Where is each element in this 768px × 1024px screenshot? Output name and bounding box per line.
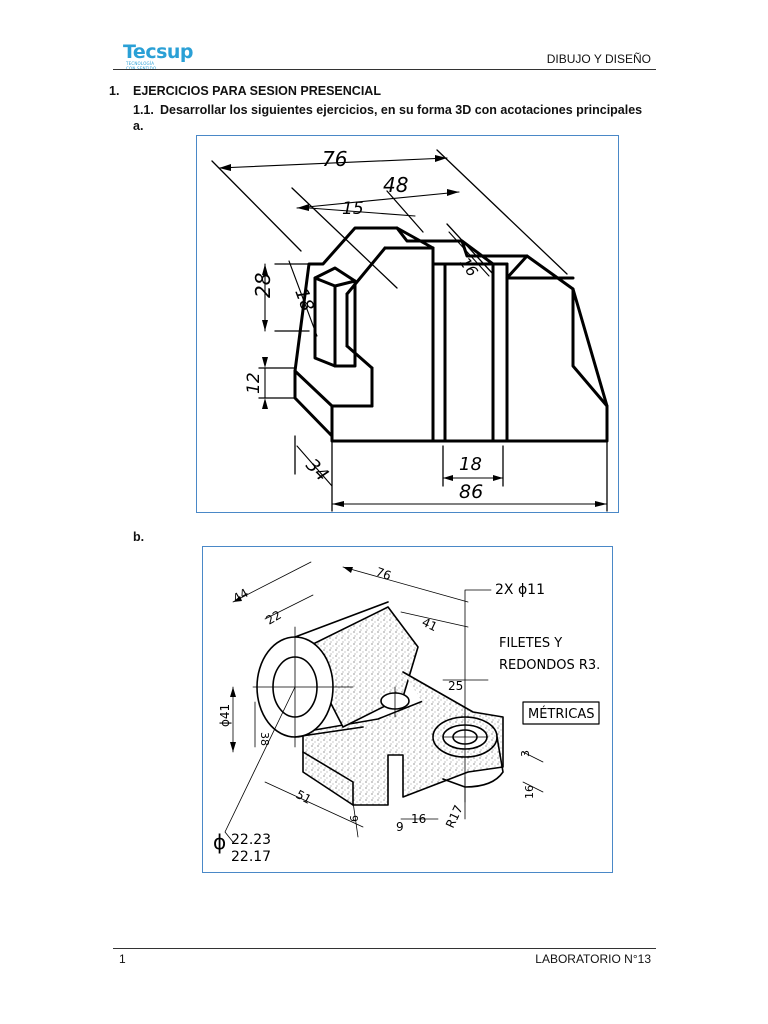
- dim-18-horizontal: 18: [459, 454, 482, 475]
- header-rule: [113, 69, 656, 70]
- dim-phi41: ϕ41: [218, 704, 232, 727]
- dim-12: 12: [244, 372, 264, 394]
- tolerance-max: 22.23: [231, 832, 271, 848]
- dim-16-bottom: 16: [411, 812, 426, 826]
- dim-16-right: 16: [523, 785, 536, 799]
- dim-51: 51: [294, 787, 314, 807]
- dim-6: 6: [348, 815, 361, 822]
- units-box-label: MÉTRICAS: [528, 706, 594, 722]
- lab-title: LABORATORIO N°13: [535, 952, 651, 966]
- dim-76: 76: [374, 565, 393, 583]
- dim-9: 9: [396, 820, 404, 834]
- section-number: 1.: [109, 84, 120, 98]
- exercise-a-label: a.: [133, 119, 144, 133]
- subsection-heading: Desarrollar los siguientes ejercicios, e…: [160, 103, 643, 117]
- dim-76: 76: [322, 147, 347, 171]
- logo-tagline: TECNOLOGÍA CON SENTIDO: [126, 61, 156, 71]
- dim-38: 38: [258, 732, 271, 746]
- section-heading: EJERCICIOS PARA SESION PRESENCIAL: [133, 84, 381, 98]
- footer-rule: [113, 948, 656, 949]
- subsection-number: 1.1.: [133, 103, 154, 117]
- dim-28: 28: [251, 273, 275, 298]
- exercise-a-drawing: 76 48 15 16 28 18 12 34 18 86: [196, 135, 619, 513]
- note-line-2: REDONDOS R3.: [499, 658, 600, 673]
- tecsup-logo: Tecsup: [123, 41, 194, 63]
- dim-22: 22: [264, 608, 284, 628]
- isometric-block-drawing: 76 48 15 16 28 18 12 34 18 86: [211, 147, 609, 512]
- dim-48: 48: [383, 173, 408, 197]
- holes-callout: 2X ϕ11: [495, 582, 545, 598]
- dim-3: 3: [519, 750, 532, 757]
- dim-15: 15: [342, 199, 364, 219]
- note-line-1: FILETES Y: [499, 636, 562, 651]
- page-number: 1: [119, 952, 126, 966]
- exercise-b-label: b.: [133, 530, 145, 544]
- dim-41: 41: [420, 615, 440, 634]
- tolerance-min: 22.17: [231, 849, 271, 865]
- dim-44: 44: [231, 586, 251, 606]
- dim-86: 86: [459, 481, 483, 503]
- logo-tagline-1: TECNOLOGÍA: [126, 61, 155, 66]
- exercise-b-drawing: 44 76 22 41 2X ϕ11 FILETES Y REDONDOS R3…: [202, 546, 613, 873]
- course-title: DIBUJO Y DISEÑO: [546, 52, 651, 66]
- tolerance-phi: ϕ: [213, 830, 226, 854]
- dim-r17: R17: [443, 803, 466, 830]
- logo-tagline-2: CON SENTIDO: [126, 66, 156, 71]
- isometric-bracket-drawing: 44 76 22 41 2X ϕ11 FILETES Y REDONDOS R3…: [213, 561, 600, 865]
- dim-25: 25: [448, 679, 463, 693]
